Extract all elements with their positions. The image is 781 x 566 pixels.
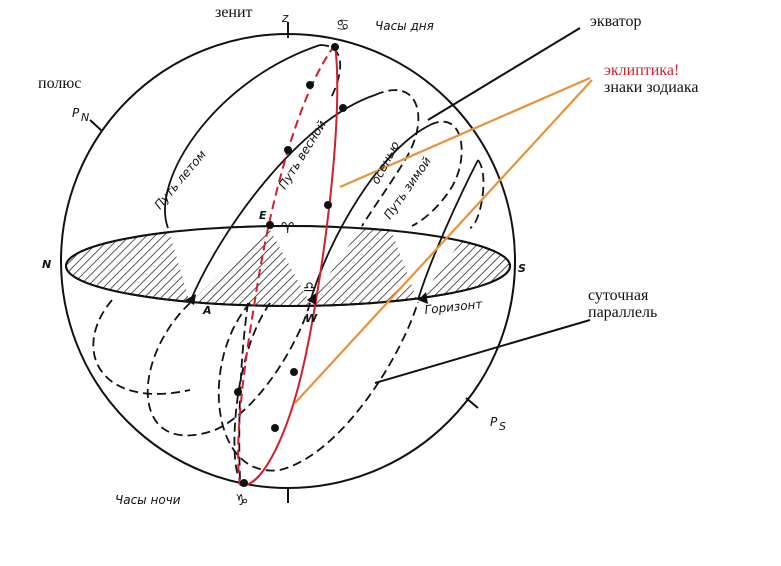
e-label: E — [259, 209, 267, 222]
winter-path-dashed — [469, 159, 485, 229]
spring-path-label: Путь весной — [276, 118, 329, 192]
horizon-white-region-1 — [168, 226, 268, 303]
s-label: S — [518, 262, 526, 275]
a-label: A — [202, 304, 212, 317]
ecliptic-solid — [239, 44, 339, 487]
capricorn-symbol: ♑ — [235, 491, 248, 509]
ecliptic-pointer-line-1 — [339, 76, 591, 189]
south-pole-tick — [465, 397, 479, 409]
day-hours-label: Часы дня — [375, 19, 434, 33]
ecliptic-pointer-line-2 — [294, 79, 593, 404]
equator-pointer-line — [427, 27, 581, 121]
diurnal-parallel-label-line1: суточная — [588, 287, 649, 304]
ecliptic-point — [271, 424, 279, 432]
ecliptic-point — [306, 81, 314, 89]
night-loop-summer — [92, 299, 191, 395]
horizon-white-region-2 — [268, 226, 362, 303]
ecliptic-point — [240, 479, 248, 487]
direction-arrow — [418, 292, 428, 304]
spring-path-dashed — [361, 89, 420, 227]
horizon-outline — [65, 225, 511, 307]
libra-symbol: ♎ — [303, 278, 316, 296]
ecliptic-point — [266, 221, 274, 229]
w-label: W — [305, 312, 318, 325]
ecliptic-point — [234, 388, 242, 396]
cancer-symbol: ♋ — [336, 16, 349, 34]
night-loop-winter — [233, 302, 271, 479]
ps-subscript: S — [499, 420, 506, 433]
ecliptic-label: эклиптика! — [604, 62, 679, 79]
n-label: N — [42, 258, 51, 271]
z-label: z — [281, 11, 289, 25]
autumn-path-upper — [309, 124, 431, 303]
ecliptic-point — [339, 104, 347, 112]
diurnal-parallel-label-line2: параллель — [588, 304, 657, 321]
horizon-label: Горизонт — [424, 297, 484, 317]
winter-path-upper — [417, 159, 479, 301]
equator-label: экватор — [590, 13, 641, 30]
autumn-path-dashed — [411, 120, 463, 227]
ps-label: P — [490, 415, 498, 429]
pn-label: P — [72, 106, 80, 120]
ecliptic-point — [324, 201, 332, 209]
ecliptic-point — [284, 146, 292, 154]
direction-arrow — [307, 293, 316, 305]
pn-subscript: N — [81, 111, 89, 124]
ecliptic-point — [331, 43, 339, 51]
summer-path-dashed — [319, 44, 342, 101]
pole-label: полюс — [38, 75, 81, 92]
night-hours-label: Часы ночи — [115, 493, 181, 507]
zodiac-label: знаки зодиака — [604, 79, 699, 96]
zenith-label: зенит — [215, 4, 253, 21]
diurnal-parallel-pointer-line — [374, 319, 591, 384]
ecliptic-point — [290, 368, 298, 376]
night-loop-autumn — [217, 301, 419, 472]
direction-arrow — [185, 294, 196, 305]
ecliptic-dashed — [237, 44, 336, 486]
aries-symbol: ♈ — [281, 219, 294, 237]
summer-path-upper — [164, 44, 321, 229]
north-pole-tick — [89, 119, 103, 132]
night-loop-spring — [146, 302, 311, 437]
